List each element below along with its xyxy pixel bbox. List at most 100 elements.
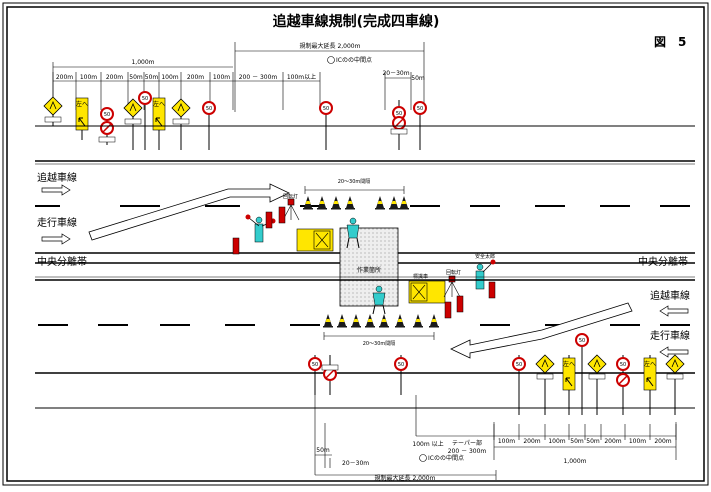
traffic-cone-icon [345, 196, 355, 210]
traffic-cone-icon [379, 314, 389, 328]
traffic-cone-icon [351, 314, 361, 328]
svg-text:50: 50 [620, 362, 626, 368]
bottom-segment-label: 50m [586, 438, 600, 445]
work-area [339, 227, 399, 307]
merge-arrow-bottom [450, 302, 633, 359]
bottom-segment-label: 200m [523, 438, 540, 445]
keep-left-board: 左へ [562, 357, 576, 391]
svg-text:50: 50 [516, 362, 522, 368]
barriers [232, 206, 496, 319]
top-total: 1,000m [131, 59, 154, 66]
bottom-taper-range: 200 － 300m [448, 448, 487, 455]
traffic-cone-icon [317, 196, 327, 210]
bottom-max-length: 規制最大延長 2,000m [375, 474, 436, 482]
warning-sign [665, 354, 685, 374]
top-segment-label: 50m [129, 74, 143, 81]
top-segment-label: 100m [80, 74, 97, 81]
bottom-midpoint: ICのの中間点 [428, 454, 464, 462]
no-passing-sign [616, 373, 630, 387]
bottom-total: 1,000m [563, 458, 586, 465]
driving-lane-left: 走行車線 [37, 216, 77, 229]
arrow-left-icon [659, 305, 689, 317]
cone-spacing-bottom: 20～30m間隔 [363, 340, 396, 347]
speed-limit-sign: 50 [100, 107, 114, 121]
top-right-range: 20－30m [382, 70, 409, 77]
bottom-left-50: 50m [316, 447, 330, 454]
speed-limit-sign: 50 [319, 101, 333, 115]
rotating-light-icon [282, 198, 300, 221]
top-midpoint: ICのの中間点 [336, 56, 372, 64]
traffic-cone-icon [303, 196, 313, 210]
warning-sign [43, 96, 63, 116]
cone-spacing-top: 20～30m間隔 [338, 178, 371, 185]
bottom-segment-label: 100m [498, 438, 515, 445]
traffic-cone-icon [323, 314, 333, 328]
merge-arrow-top [88, 183, 290, 241]
speed-limit-sign: 50 [512, 357, 526, 371]
top-segment-label: 200 － 300m [239, 74, 278, 81]
worker-icon [372, 285, 386, 315]
bottom-left-range: 20－30m [342, 460, 369, 467]
speed-limit-sign: 50 [202, 101, 216, 115]
median-right: 中央分離帯 [638, 255, 688, 268]
speed-limit-sign: 50 [394, 357, 408, 371]
rotating-light-icon [443, 275, 461, 298]
traffic-cone-icon [331, 196, 341, 210]
page-title: 追越車線規制(完成四車線) [273, 13, 440, 30]
top-segment-label: 200m [187, 74, 204, 81]
svg-text:50: 50 [396, 111, 402, 117]
warning-sign [123, 98, 143, 118]
sign-board-label: 標識車 [413, 273, 428, 280]
rotating-light-top: 回転灯 [283, 193, 298, 200]
figure-label: 図 5 [654, 35, 686, 49]
svg-text:左へ: 左へ [563, 360, 575, 368]
arrow-left-icon [659, 346, 689, 358]
keep-left-board: 左へ [643, 357, 657, 391]
inner-border [6, 6, 705, 482]
sign-truck-bottom [408, 280, 446, 304]
traffic-cone-icon [337, 314, 347, 328]
keep-left-board: 左へ [75, 97, 89, 131]
speed-limit-sign: 50 [575, 333, 589, 347]
bottom-dimensions: 50m 20－30m 100m 以上 テーパー部 200 － 300m ICのの… [314, 395, 677, 482]
svg-text:50: 50 [312, 362, 318, 368]
speed-limit-sign: 50 [413, 101, 427, 115]
cones-bottom [323, 314, 439, 328]
work-area-label: 作業箇所 [357, 266, 381, 274]
warning-sign [535, 354, 555, 374]
svg-text:左へ: 左へ [76, 100, 88, 108]
top-max-length: 規制最大延長 2,000m [300, 42, 361, 50]
svg-text:左へ: 左へ [153, 100, 165, 108]
rotating-light-bottom: 回転灯 [446, 269, 461, 276]
svg-text:50: 50 [417, 106, 423, 112]
bottom-segment-label: 100m [629, 438, 646, 445]
warning-sign [171, 98, 191, 118]
safety-label: 安全太郎 [475, 253, 495, 260]
cones-top [303, 196, 409, 210]
traffic-cone-icon [375, 196, 385, 210]
sign-truck-top [296, 228, 334, 252]
speed-limit-sign: 50 [308, 357, 322, 371]
top-segment-label: 50m [145, 74, 159, 81]
svg-text:50: 50 [579, 338, 585, 344]
top-segment-label: 100m以上 [287, 73, 316, 81]
bottom-segment-label: 200m [654, 438, 671, 445]
svg-text:50: 50 [206, 106, 212, 112]
top-segment-label: 100m [161, 74, 178, 81]
top-right-50: 50m [411, 75, 425, 82]
driving-lane-right: 走行車線 [650, 329, 690, 342]
traffic-cone-icon [413, 314, 423, 328]
bottom-segment-label: 50m [570, 438, 584, 445]
warning-sign [587, 354, 607, 374]
keep-left-board: 左へ [152, 97, 166, 131]
top-segment-label: 100m [213, 74, 230, 81]
outer-border [2, 2, 709, 486]
worker-icon [346, 217, 360, 249]
bottom-segment-label: 200m [604, 438, 621, 445]
no-passing-sign [392, 116, 406, 130]
traffic-cone-icon [429, 314, 439, 328]
passing-lane-right: 追越車線 [650, 289, 690, 302]
top-dimensions: 規制最大延長 2,000m ICのの中間点 1,000m 200m 100m 200… [52, 42, 425, 112]
